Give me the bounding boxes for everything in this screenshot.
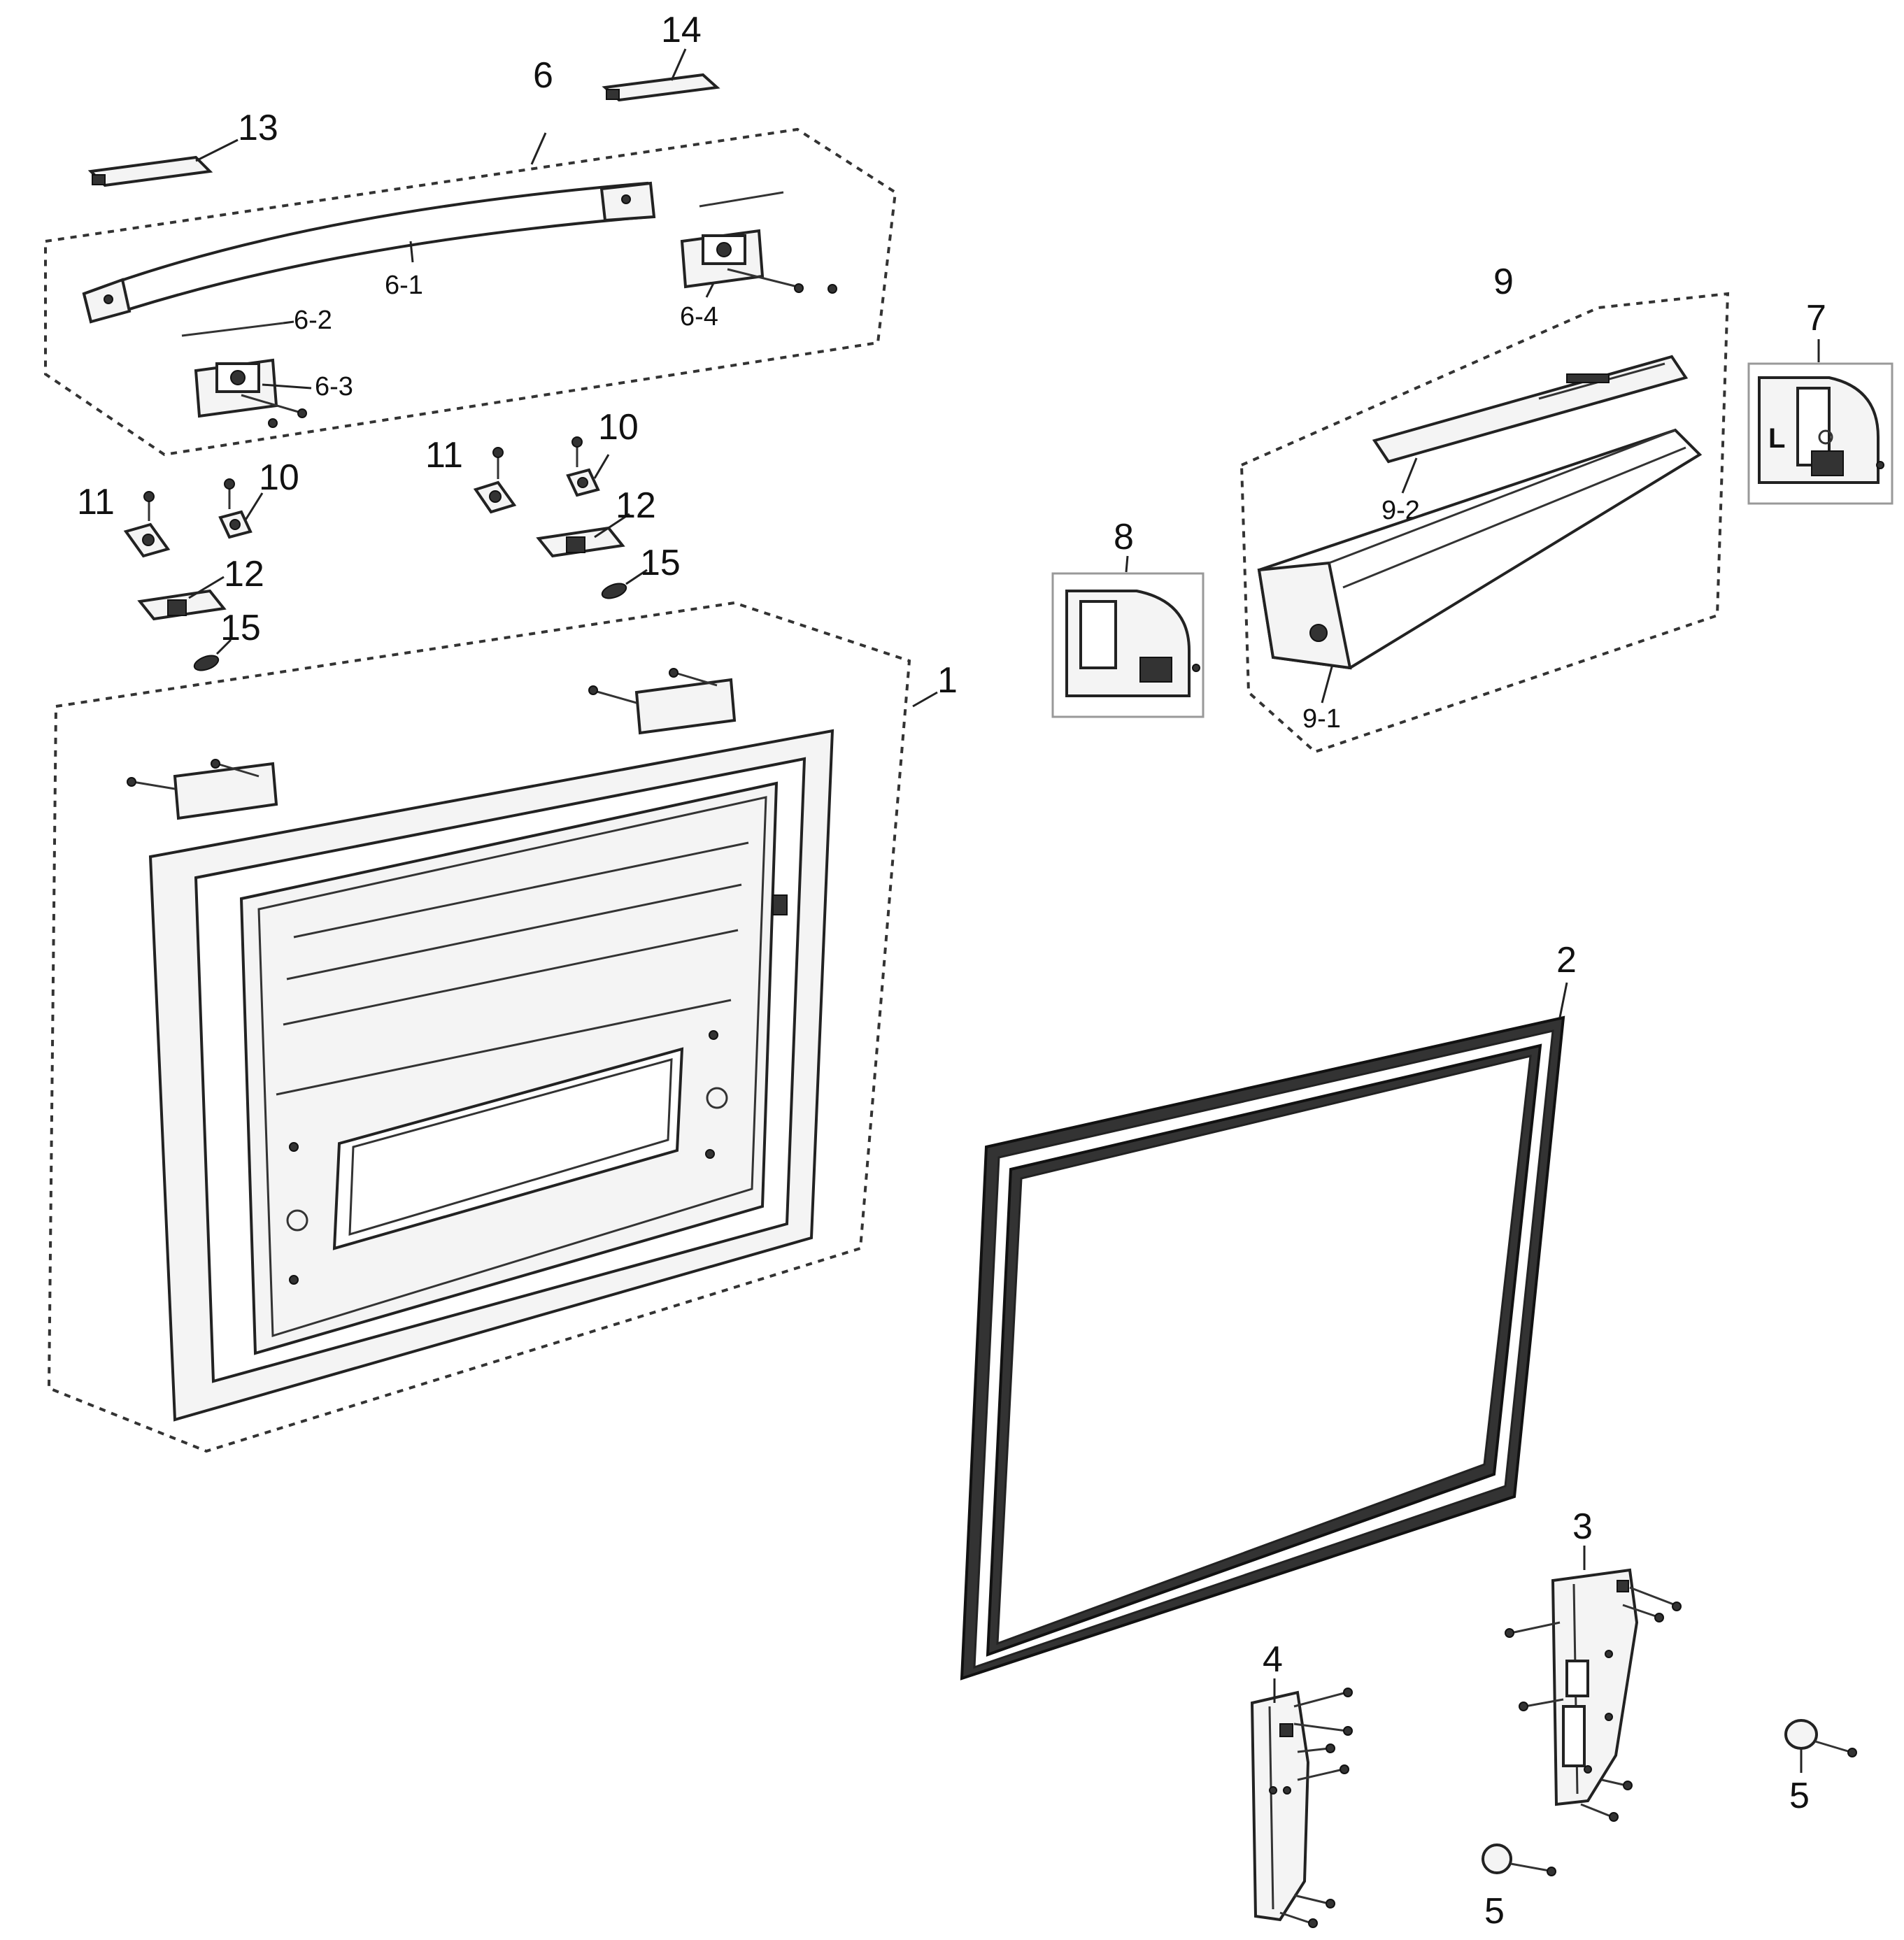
cover-letter-l: L [1768,423,1785,454]
group-6-handle-assembly: 6 6-1 6-2 6-3 6-4 [44,55,897,457]
part-7-cover: L 7 [1747,298,1894,505]
part-6-1-handle [82,181,656,324]
part-8-cover: 8 [1051,517,1205,718]
callout-6-3: 6-3 [315,372,353,401]
callout-15-right: 15 [640,543,681,583]
callout-6-1: 6-1 [385,271,423,300]
part-15-spring [601,583,627,599]
door-top-bracket-right [588,668,737,735]
callout-5-right: 5 [1789,1776,1810,1816]
part-13-cap: 13 [87,108,278,187]
callout-13: 13 [238,108,278,148]
part-6-2-rod [181,322,284,337]
callout-14: 14 [661,10,702,50]
callout-3: 3 [1572,1506,1593,1547]
small-hardware-right: 11 10 12 15 [425,407,681,599]
callout-9-1: 9-1 [1302,704,1341,734]
part-15-spring [193,655,220,671]
callout-12-right: 12 [616,485,656,526]
part-9-1-door-bin [1257,428,1703,670]
callout-6-2: 6-2 [294,306,332,335]
part-1-door [148,729,834,1422]
callout-11-left: 11 [77,482,115,522]
part-9-2-bin-cover [1372,355,1689,464]
part-14-cap: 14 [602,10,720,102]
group-9-door-bin-assembly: 9-2 9-1 9 [1239,262,1730,754]
part-2-door-gasket: 2 [960,940,1577,1681]
callout-15-left: 15 [220,608,261,648]
callout-12-left: 12 [224,554,264,594]
part-6-4-hinge [680,229,837,294]
callout-5-lower: 5 [1484,1891,1505,1932]
small-hardware-left: 11 10 12 15 [77,457,299,671]
part-5-cap-lower: 5 [1482,1843,1556,1932]
callout-6: 6 [533,55,553,96]
callout-9: 9 [1493,262,1514,302]
door-display-window [332,1047,684,1250]
callout-8: 8 [1114,517,1134,557]
callout-10-left: 10 [259,457,299,498]
part-5-cap-right: 5 [1784,1719,1857,1816]
callout-4: 4 [1263,1639,1283,1680]
rod-upper [699,191,784,208]
door-top-bracket-left [127,759,278,820]
part-6-3-hinge [194,358,307,428]
callout-2: 2 [1556,940,1577,980]
callout-6-4: 6-4 [680,302,718,331]
callout-7: 7 [1806,298,1826,338]
assembly-boundary-6 [44,127,897,457]
callout-10-right: 10 [598,407,639,448]
part-4-bracket: 4 [1250,1639,1353,1928]
group-1-door-assembly: 1 [47,601,958,1453]
part-3-bracket: 3 [1505,1506,1682,1822]
callout-11-right: 11 [425,435,463,476]
callout-1: 1 [937,660,958,701]
